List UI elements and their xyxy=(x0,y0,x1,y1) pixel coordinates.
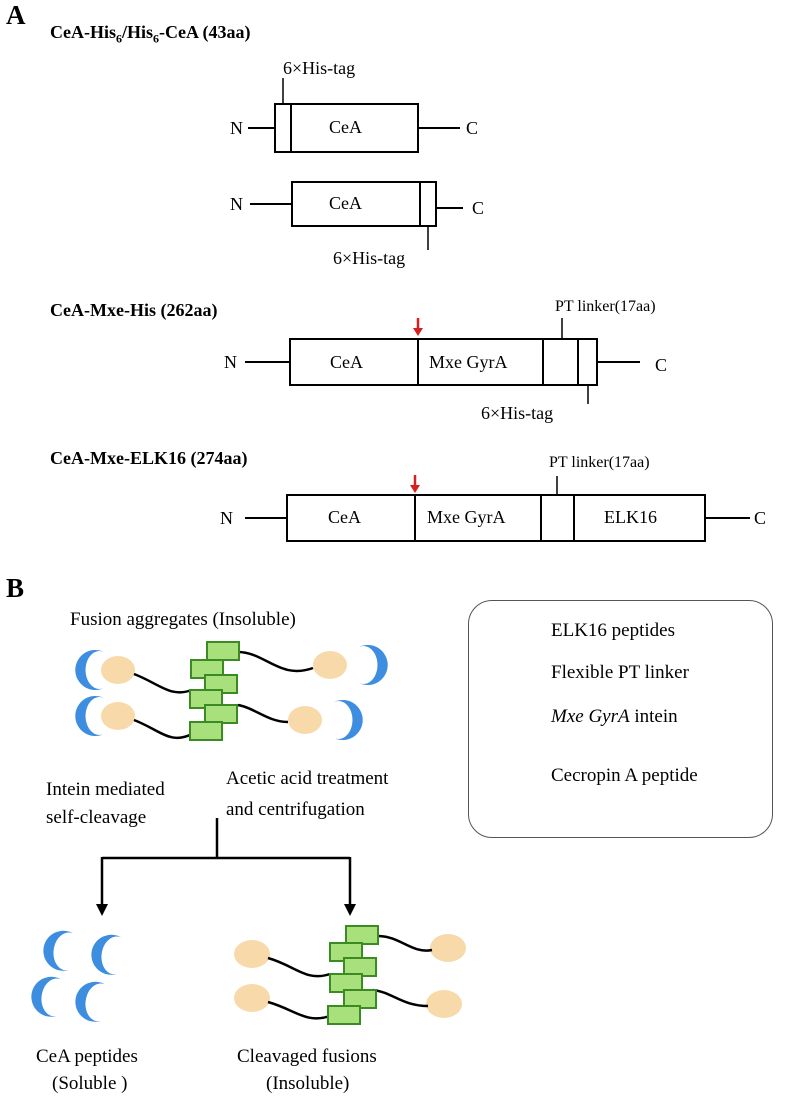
legend-intein-label: Mxe GyrA intein xyxy=(551,706,678,728)
cleavage-arrow-head xyxy=(410,485,420,493)
cea-label: CeA xyxy=(328,507,361,527)
intein-ellipse xyxy=(101,656,135,684)
cecropin-crescent xyxy=(40,928,75,972)
treatment-line-1: Acetic acid treatment xyxy=(226,768,389,789)
split-arrows xyxy=(100,818,352,912)
pt-linker-label: PT linker(17aa) xyxy=(549,454,650,471)
cecropin-crescent xyxy=(75,650,104,690)
mxe-gyra-label: Mxe GyrA xyxy=(429,352,508,372)
c-terminus-label: C xyxy=(466,118,479,138)
pt-linker-curve xyxy=(237,703,289,724)
legend-intein-italic: Mxe GyrA xyxy=(551,706,630,727)
his-tag-label: 6×His-tag xyxy=(283,58,356,78)
pt-linker-curve xyxy=(267,956,331,978)
pt-linker-label: PT linker(17aa) xyxy=(555,298,656,315)
cecropin-crescent xyxy=(75,696,104,736)
elk16-square xyxy=(345,925,379,945)
title-part: -CeA (43aa) xyxy=(159,22,251,42)
cea-label: CeA xyxy=(329,117,362,137)
construct-1-title: CeA-His6/His6-CeA (43aa) xyxy=(50,22,251,47)
title-part: CeA-His xyxy=(50,22,116,42)
intein-ellipse xyxy=(234,940,270,968)
cea-label: CeA xyxy=(329,193,362,213)
fusion-aggregates-label: Fusion aggregates (Insoluble) xyxy=(70,609,296,630)
intein-ellipse xyxy=(234,984,270,1012)
title-sub: 6 xyxy=(153,31,160,46)
n-terminus-label: N xyxy=(230,194,243,214)
cea-soluble-label: (Soluble ) xyxy=(52,1073,128,1094)
pt-linker-curve xyxy=(377,934,433,952)
title-part: /His xyxy=(122,22,154,42)
legend-intein-rest: intein xyxy=(629,706,678,727)
construct-2-diagram xyxy=(245,318,640,404)
arrow-head-right xyxy=(344,904,356,916)
n-terminus-label: N xyxy=(230,118,243,138)
panel-b-letter: B xyxy=(6,573,25,603)
cleaved-insoluble-label: (Insoluble) xyxy=(266,1073,350,1094)
construct-3-title: CeA-Mxe-ELK16 (274aa) xyxy=(50,448,248,468)
pt-linker-curve xyxy=(267,1000,331,1020)
c-terminus-label: C xyxy=(655,355,668,375)
intein-cleavage-line-2: self-cleavage xyxy=(46,807,147,828)
treatment-line-2: and centrifugation xyxy=(226,799,365,820)
cecropin-crescent xyxy=(334,700,363,740)
elk16-square xyxy=(327,1005,361,1025)
legend-box xyxy=(468,600,773,838)
legend-elk16-label: ELK16 peptides xyxy=(551,620,676,641)
pt-linker-curve xyxy=(133,718,193,740)
intein-ellipse xyxy=(313,651,347,679)
his-tag-label: 6×His-tag xyxy=(333,248,406,268)
construct-1b-diagram xyxy=(250,181,463,250)
c-terminus-label: C xyxy=(754,508,767,528)
elk16-square xyxy=(189,721,223,741)
mxe-gyra-label: Mxe GyrA xyxy=(427,507,506,527)
cleaved-fusions-label: Cleavaged fusions xyxy=(237,1046,377,1067)
construct-3-diagram xyxy=(245,476,750,542)
cecropin-crescent xyxy=(359,645,388,685)
his-tag-label: 6×His-tag xyxy=(481,403,554,423)
cleavage-arrow-head xyxy=(413,328,423,336)
c-terminus-label: C xyxy=(472,198,485,218)
panel-a-letter: A xyxy=(6,0,26,30)
cleaved-fusions-graphic xyxy=(234,925,466,1025)
intein-ellipse xyxy=(101,702,135,730)
arrow-head-left xyxy=(96,904,108,916)
elk16-square xyxy=(206,641,240,661)
legend-cecropin-label: Cecropin A peptide xyxy=(551,765,698,786)
construct-box xyxy=(291,181,437,227)
intein-cleavage-line-1: Intein mediated xyxy=(46,779,165,800)
pt-linker-curve xyxy=(237,650,314,673)
title-sub: 6 xyxy=(116,31,122,46)
elk16-square xyxy=(204,704,238,724)
cecropin-crescent xyxy=(28,974,63,1018)
intein-ellipse xyxy=(288,706,322,734)
cecropin-crescent xyxy=(72,979,107,1023)
intein-ellipse xyxy=(426,990,462,1018)
pt-linker-curve xyxy=(372,988,429,1008)
n-terminus-label: N xyxy=(220,508,233,528)
construct-1a-diagram xyxy=(248,78,460,153)
cea-peptides-graphic xyxy=(28,928,123,1023)
n-terminus-label: N xyxy=(224,352,237,372)
intein-ellipse xyxy=(430,934,466,962)
pt-linker-curve xyxy=(133,672,193,694)
cea-label: CeA xyxy=(330,352,363,372)
legend-linker-label: Flexible PT linker xyxy=(551,662,689,683)
fusion-aggregates-graphic xyxy=(75,641,388,741)
cea-peptides-label: CeA peptides xyxy=(36,1046,138,1067)
elk16-label: ELK16 xyxy=(604,507,657,527)
construct-2-title: CeA-Mxe-His (262aa) xyxy=(50,300,218,320)
cecropin-crescent xyxy=(88,932,123,976)
